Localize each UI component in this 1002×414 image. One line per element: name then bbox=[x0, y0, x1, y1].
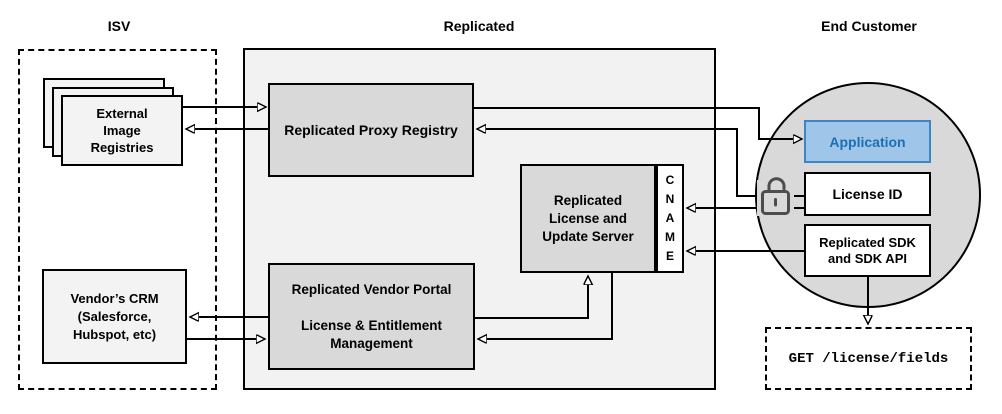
replicated-proxy-registry-node: Replicated Proxy Registry bbox=[268, 83, 474, 177]
vendor-portal-title: Replicated Vendor Portal bbox=[291, 281, 452, 297]
replicated-sdk-node: Replicated SDK and SDK API bbox=[804, 224, 931, 277]
license-id-node: License ID bbox=[804, 172, 931, 216]
vendor-portal-subtitle: License & Entitlement Management bbox=[300, 317, 443, 351]
application-node: Application bbox=[804, 120, 931, 163]
replicated-title: Replicated bbox=[443, 18, 515, 34]
isv-title: ISV bbox=[107, 18, 131, 34]
vendor-portal-node: Replicated Vendor Portal License & Entit… bbox=[268, 263, 475, 370]
get-license-fields-node: GET /license/fields bbox=[765, 327, 972, 390]
end-customer-title: End Customer bbox=[821, 18, 917, 34]
license-update-server-node: Replicated License and Update Server bbox=[520, 164, 656, 273]
cname-strip: C N A M E bbox=[656, 164, 684, 273]
external-image-registries-node: External Image Registries bbox=[61, 95, 183, 166]
vendors-crm-node: Vendor’s CRM (Salesforce, Hubspot, etc) bbox=[42, 269, 187, 364]
